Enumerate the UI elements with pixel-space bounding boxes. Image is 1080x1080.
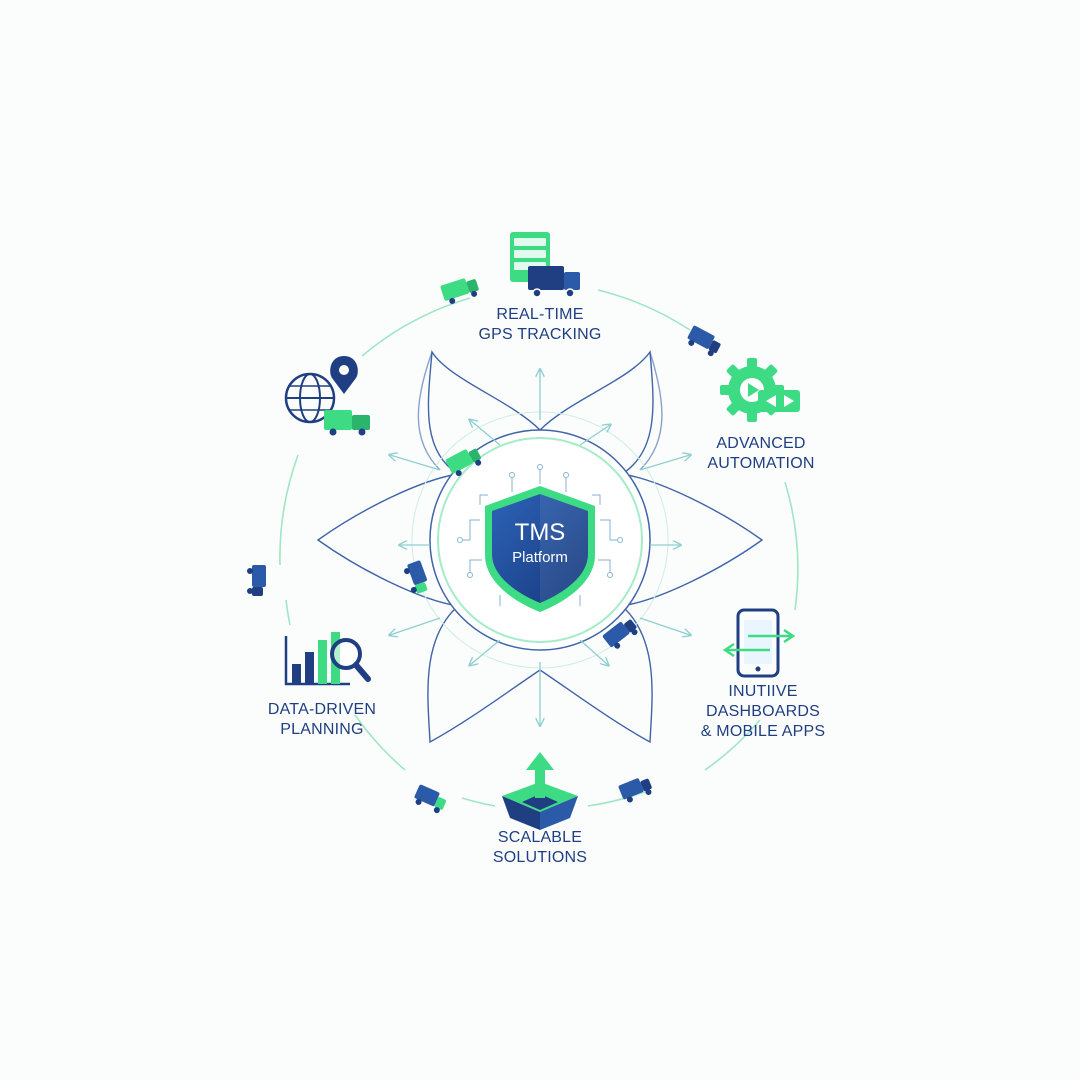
outer-ring xyxy=(279,289,799,807)
feature-label-scalable: SCALABLE SOLUTIONS xyxy=(492,829,588,866)
truck-icon-inner-left xyxy=(404,560,428,594)
gear-play-icon xyxy=(720,358,800,422)
bar-chart-magnifier-icon xyxy=(284,632,371,686)
circuit-traces xyxy=(457,464,623,606)
feature-label-gps: REAL-TIME GPS TRACKING xyxy=(478,306,602,343)
mobile-sync-icon xyxy=(722,608,796,678)
truck-icon-inner-right xyxy=(602,619,638,649)
truck-icon-blue-left xyxy=(247,565,266,596)
shield-subtitle: Platform xyxy=(512,549,568,566)
truck-icon-bottom-right xyxy=(618,778,652,803)
box-arrow-icon xyxy=(502,752,578,830)
inner-ring-glow xyxy=(437,437,643,643)
truck-icon-bottom-left xyxy=(414,784,447,814)
globe-pin-truck-icon xyxy=(284,356,370,436)
truck-icon-blue-topright xyxy=(687,325,721,357)
server-truck-icon xyxy=(510,232,580,298)
shield-icon xyxy=(485,486,595,612)
truck-icon-inner-topleft xyxy=(445,448,482,477)
feature-label-automation: ADVANCED AUTOMATION xyxy=(707,435,815,472)
radial-arrows xyxy=(390,370,690,725)
feature-label-planning: DATA-DRIVEN PLANNING xyxy=(267,701,377,738)
feature-label-dashboards: INUTIIVE DASHBOARDS & MOBILE APPS xyxy=(700,683,826,740)
truck-icon-green-topleft xyxy=(440,278,479,304)
shield-title: TMS xyxy=(514,519,566,546)
flower-petals xyxy=(316,349,764,744)
